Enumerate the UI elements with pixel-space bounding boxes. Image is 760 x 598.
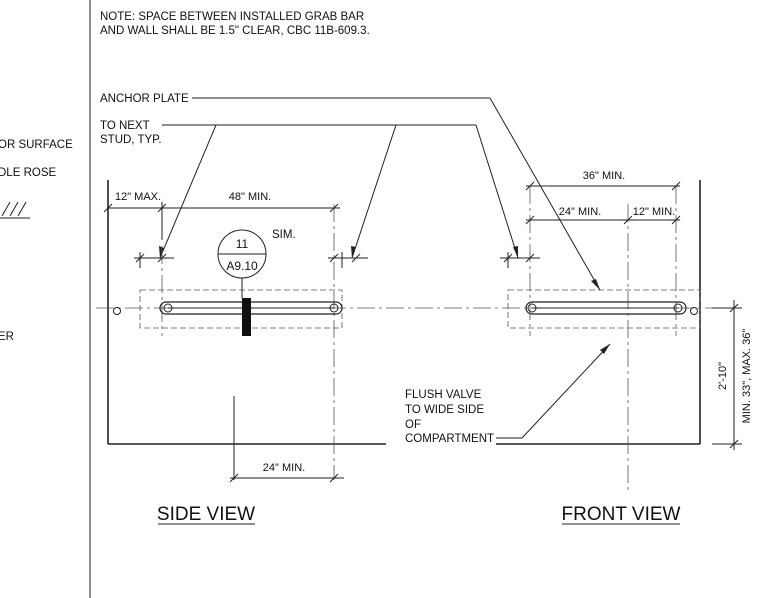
detail-sim-label: SIM. (272, 229, 296, 241)
side-dim-max: 12" MAX. (115, 191, 161, 203)
side-dim-min: 48" MIN. (229, 191, 271, 203)
front-grab-bar-flange-right (673, 303, 683, 313)
front-grab-bar-flange-left (527, 303, 537, 313)
front-stud-dimension (500, 252, 540, 268)
front-wall-anchor (690, 307, 698, 315)
side-stud-dimension-right (328, 252, 368, 268)
left-fragment-rose: DLE ROSE (0, 167, 56, 179)
side-grab-bar-flange-left (163, 303, 173, 313)
to-next-stud-label-1: TO NEXT (100, 120, 150, 132)
side-wall-anchor (113, 307, 121, 315)
detail-sheet: A9.10 (226, 259, 258, 273)
note-line-1: NOTE: SPACE BETWEEN INSTALLED GRAB BAR (100, 11, 364, 23)
flush-valve-label-4: COMPARTMENT (405, 433, 494, 445)
front-dim-left: 24" MIN. (559, 206, 601, 218)
front-blocking-outline (507, 289, 701, 329)
anchor-plate-leader (192, 97, 601, 291)
to-next-stud-leader (159, 124, 519, 259)
floor-hatch-symbol (0, 201, 30, 219)
front-height-range: MIN. 33", MAX. 36" (741, 329, 753, 424)
left-fragment-surface: OR SURFACE (0, 139, 73, 151)
side-bottom-dimension: 24" MIN. (229, 462, 344, 483)
side-grab-bar-flange-right (329, 303, 339, 313)
side-top-dimension: 12" MAX. 48" MIN. (103, 191, 340, 240)
flush-valve-label-1: FLUSH VALVE (405, 389, 482, 401)
front-grab-bar (525, 301, 687, 315)
front-view: 36" MIN. 24" MIN. 12" MIN. 2'-10" MIN. (405, 170, 753, 525)
front-split-dimension: 24" MIN. 12" MIN. (525, 206, 681, 225)
side-view-title: SIDE VIEW (157, 504, 255, 525)
front-view-title: FRONT VIEW (562, 504, 681, 525)
side-blocking-outline (139, 289, 343, 329)
side-dim-bottom: 24" MIN. (263, 462, 305, 474)
front-height-dimension: 2'-10" MIN. 33", MAX. 36" (712, 300, 753, 450)
left-fragment-er: ER (0, 331, 14, 343)
front-height: 2'-10" (717, 362, 729, 390)
to-next-stud-label-2: STUD, TYP. (100, 134, 162, 146)
detail-number: 11 (236, 237, 249, 251)
side-support-bar (242, 298, 251, 336)
detail-reference-bubble: 11 A9.10 (217, 229, 267, 298)
side-view: 11 A9.10 SIM. 12" MAX. 48" MIN. (96, 180, 712, 525)
flush-valve-label-3: OF (405, 419, 421, 431)
side-stud-dimension-left (134, 252, 174, 268)
front-total-dimension: 36" MIN. (525, 170, 681, 191)
anchor-plate-label: ANCHOR PLATE (100, 93, 189, 105)
front-dim-right: 12" MIN. (633, 206, 675, 218)
note-line-2: AND WALL SHALL BE 1.5" CLEAR, CBC 11B-60… (100, 25, 370, 37)
flush-valve-leader (496, 343, 611, 439)
flush-valve-label-2: TO WIDE SIDE (405, 404, 484, 416)
front-dim-total: 36" MIN. (583, 170, 625, 182)
